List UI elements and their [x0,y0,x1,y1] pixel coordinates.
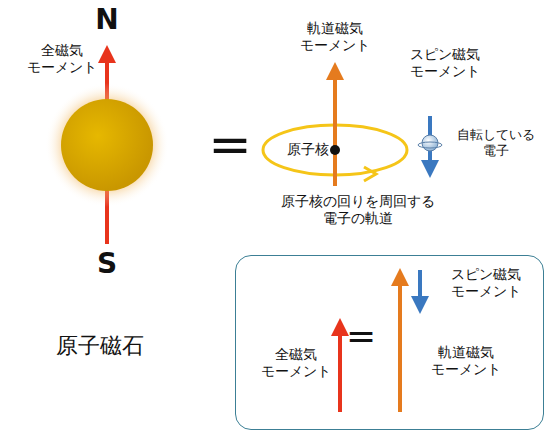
south-pole-label: S [92,250,122,278]
moment-label: 全磁気 モーメント [22,42,102,76]
orbit-caption: 原子核の回りを周回する 電子の軌道 [258,193,458,227]
nucleus-label: 原子核 [281,141,329,158]
title-label: 原子磁石 [45,333,155,359]
moment-label: スピン磁気 モーメント [436,266,536,300]
nucleus-dot [330,145,340,155]
moment-label: 軌道磁気 モーメント [416,344,516,378]
atom-glow [45,83,169,207]
box-spin-arrow [411,270,429,314]
equals-sign: = [341,318,381,354]
moment-label: 全磁気 モーメント [258,346,333,380]
box-orbital-arrow [391,268,409,412]
electron-label: 自転している 電子 [448,127,543,158]
orbital-moment-arrow [326,62,344,186]
electron [418,135,442,151]
summary-box: 全磁気 モーメント= 軌道磁気 モーメント スピン磁気 モーメント [235,255,544,430]
atom-ball [61,99,153,191]
spin-moment-arrow [421,116,439,178]
orbit-arrow [364,167,376,181]
moment-label: スピン磁気 モーメント [395,46,495,80]
moment-label: 軌道磁気 モーメント [290,20,380,54]
north-pole-label: N [92,6,122,34]
equals-sign: = [205,118,255,170]
